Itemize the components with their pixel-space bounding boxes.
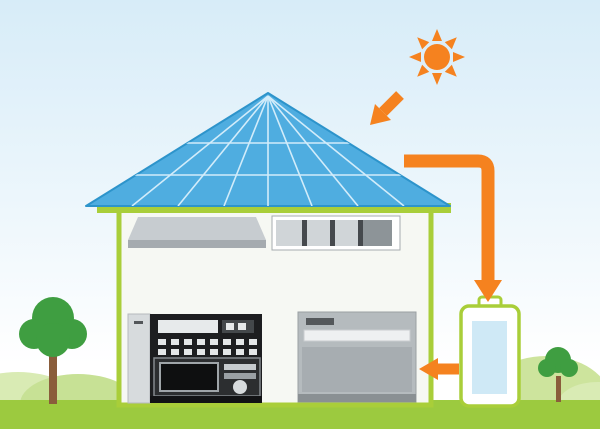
window-mullion — [358, 220, 363, 246]
sun-icon — [409, 29, 465, 85]
display — [158, 320, 218, 333]
second-floor-windows — [128, 215, 401, 251]
right-tree — [538, 347, 578, 402]
unit-base — [150, 396, 262, 403]
window-pane-dark — [363, 220, 392, 246]
side-panel-handle — [134, 321, 143, 324]
left-tree — [19, 297, 87, 404]
kitchen-appliance-stack — [127, 313, 262, 404]
display-button — [238, 323, 246, 330]
range-hood — [128, 217, 266, 240]
battery-to-appliances-arrow — [419, 358, 459, 380]
battery-cell — [472, 321, 507, 394]
tree-trunk — [49, 350, 57, 404]
dishwasher-slot — [303, 329, 411, 342]
sunlight-to-roof-arrow — [370, 91, 404, 125]
button-grid — [156, 337, 258, 356]
energy-flow-arrows — [370, 91, 502, 380]
house — [97, 203, 451, 408]
display-button — [226, 323, 234, 330]
microwave-keypad — [224, 364, 256, 370]
microwave-window — [159, 362, 219, 392]
tree-trunk — [556, 376, 561, 402]
dishwasher-base — [298, 394, 416, 402]
roof-to-battery-arrow — [404, 154, 502, 302]
dishwasher-front — [302, 347, 412, 392]
tree-foliage — [19, 297, 87, 357]
tree-foliage — [538, 347, 578, 377]
range-hood-base — [128, 240, 266, 248]
microwave-knob — [233, 380, 247, 394]
side-panel — [127, 313, 151, 404]
sun-core — [424, 44, 450, 70]
dishwasher-handle — [306, 318, 334, 325]
window-mullion — [302, 220, 307, 246]
storage-battery — [459, 295, 521, 408]
sun-rays — [409, 29, 465, 85]
dishwasher — [297, 311, 417, 403]
eave-beam — [97, 203, 451, 213]
microwave-keypad — [224, 373, 256, 379]
window-mullion — [330, 220, 335, 246]
